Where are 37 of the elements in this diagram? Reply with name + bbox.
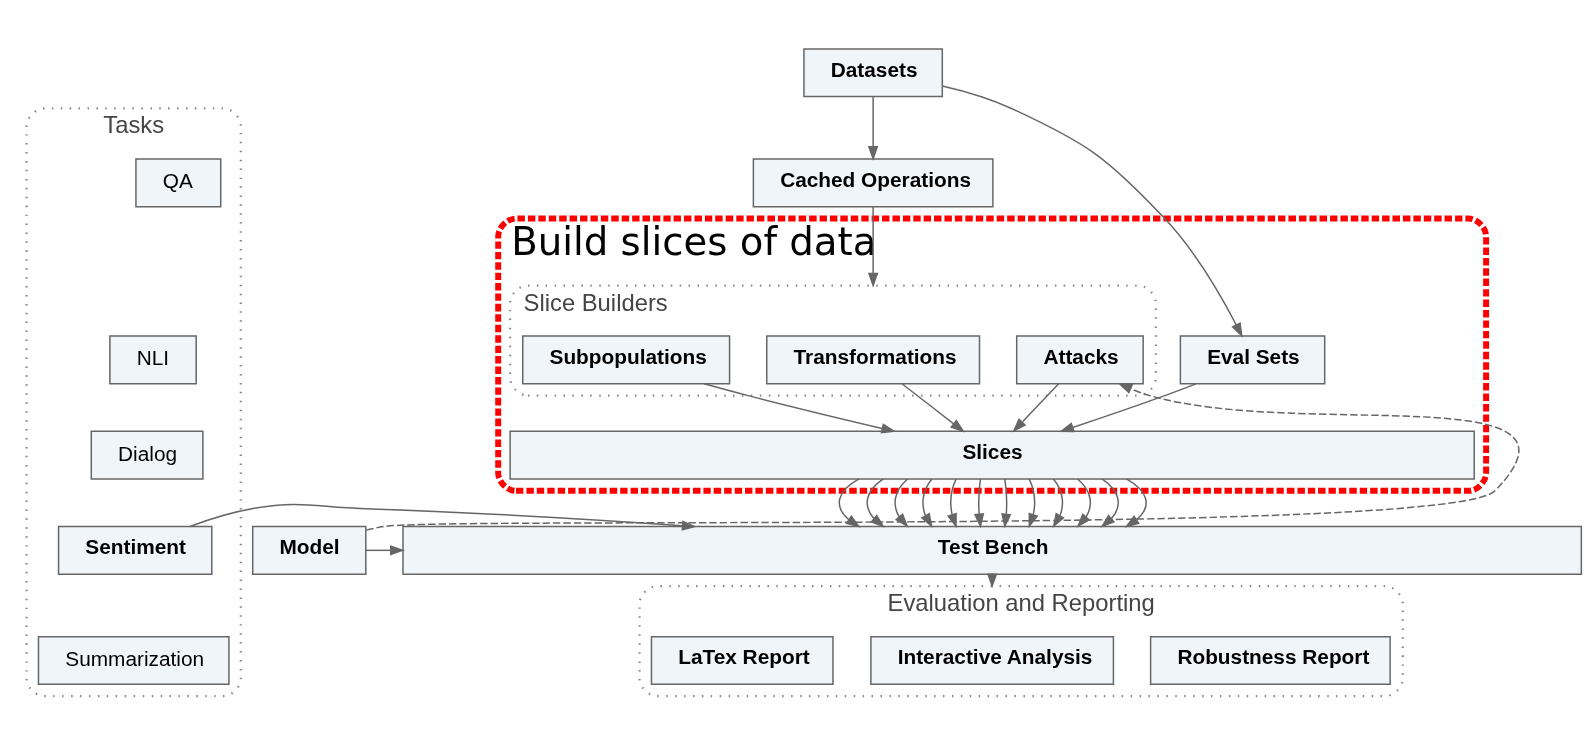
- arrow: [365, 544, 405, 556]
- node-box: Datasets: [803, 47, 944, 97]
- arrow: [973, 477, 985, 528]
- node-box: Robustness Report: [1149, 635, 1391, 685]
- node-box: LaTex Report: [650, 635, 834, 685]
- arrow: [1059, 382, 1197, 432]
- arrow: [867, 95, 879, 161]
- node-box: Summarization: [37, 635, 230, 685]
- arrow: [894, 477, 909, 528]
- arrow: [365, 382, 1520, 531]
- node-box: Transformations: [766, 334, 981, 384]
- arrow: [1052, 477, 1065, 528]
- arrow: [1124, 477, 1147, 528]
- node-box: QA: [135, 157, 222, 207]
- arrow: [1028, 477, 1039, 528]
- node-box: Eval Sets: [1179, 334, 1326, 384]
- node-box: Slices: [509, 430, 1475, 480]
- arrow: [947, 477, 957, 528]
- node-box: Subpopulations: [522, 334, 731, 384]
- arrow: [1100, 477, 1119, 528]
- arrow: [867, 205, 879, 288]
- arrow: [838, 477, 861, 528]
- arrow: [703, 382, 897, 433]
- node-box: Sentiment: [57, 525, 213, 575]
- arrow: [941, 84, 1243, 338]
- node-box: Interactive Analysis: [870, 635, 1115, 685]
- node-box: Attacks: [1015, 334, 1144, 384]
- arrow: [189, 503, 697, 531]
- arrow: [866, 477, 885, 528]
- arrow: [1076, 477, 1092, 528]
- arrow: [920, 477, 933, 528]
- node-box: Model: [251, 525, 367, 575]
- arrow: [1012, 382, 1060, 432]
- node-box: Dialog: [90, 430, 204, 480]
- arrow: [1001, 477, 1012, 528]
- node-box: Cached Operations: [752, 157, 994, 207]
- node-box: NLI: [109, 334, 197, 384]
